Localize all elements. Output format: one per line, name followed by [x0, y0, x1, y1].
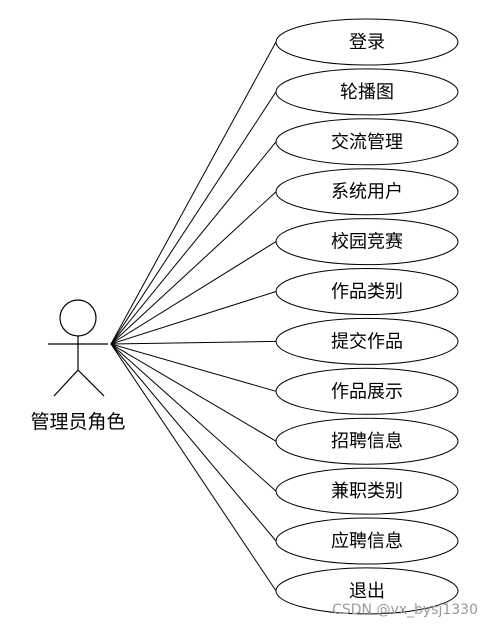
use-case-label: 作品展示 — [331, 381, 403, 402]
association-line — [110, 343, 277, 542]
actor-head — [59, 299, 97, 337]
association-lines — [110, 41, 277, 592]
use-case: 作品类别 — [275, 268, 459, 315]
use-case-ellipse — [275, 168, 459, 216]
association-line — [110, 343, 277, 392]
actor-left-leg — [53, 369, 79, 397]
use-case-ellipse — [275, 467, 459, 515]
watermark: CSDN @vx_bysj1330 — [332, 602, 478, 618]
use-case-ellipse — [275, 517, 459, 565]
use-case-label: 轮播图 — [340, 82, 394, 103]
use-case-group: 登录轮播图交流管理系统用户校园竞赛作品类别提交作品作品展示招聘信息兼职类别应聘信… — [275, 18, 459, 615]
use-case: 登录 — [275, 18, 459, 66]
use-case: 兼职类别 — [275, 467, 459, 515]
use-case: 退出 — [275, 567, 459, 615]
association-line — [110, 41, 277, 345]
use-case-ellipse — [275, 18, 459, 66]
association-line — [110, 343, 277, 492]
use-case-ellipse — [275, 367, 459, 415]
use-case-label: 兼职类别 — [331, 481, 403, 502]
use-case-label: 交流管理 — [331, 132, 403, 153]
use-case: 轮播图 — [275, 68, 459, 116]
association-line — [110, 241, 277, 345]
use-case: 作品展示 — [275, 367, 459, 415]
association-line — [110, 141, 277, 345]
actor-right-leg — [77, 369, 105, 397]
actor-label: 管理员角色 — [30, 411, 125, 433]
use-case-label: 校园竞赛 — [331, 232, 403, 253]
use-case-label: 系统用户 — [331, 182, 403, 203]
actor: 管理员角色 — [30, 299, 126, 433]
use-case-ellipse — [275, 317, 459, 365]
use-case: 交流管理 — [275, 118, 459, 166]
use-case-label: 作品类别 — [331, 282, 403, 303]
use-case: 招聘信息 — [275, 417, 459, 465]
use-case: 提交作品 — [275, 317, 459, 365]
use-case: 系统用户 — [275, 168, 459, 216]
association-line — [110, 191, 277, 345]
association-line — [110, 340, 277, 345]
use-case-ellipse — [275, 218, 459, 266]
use-case-label: 应聘信息 — [331, 531, 403, 552]
use-case-ellipse — [275, 68, 459, 116]
association-line — [110, 91, 277, 345]
use-case-label: 提交作品 — [331, 331, 403, 352]
association-line — [110, 343, 277, 442]
use-case: 校园竞赛 — [275, 218, 459, 266]
use-case-ellipse — [275, 417, 459, 465]
use-case-ellipse — [275, 118, 459, 166]
association-line — [110, 343, 277, 592]
use-case-ellipse — [275, 567, 459, 615]
use-case-label: 招聘信息 — [331, 431, 403, 452]
use-case: 应聘信息 — [275, 517, 459, 565]
use-case-label: 退出 — [349, 581, 385, 602]
use-case-ellipse — [275, 268, 459, 315]
use-case-label: 登录 — [349, 32, 385, 53]
association-line — [110, 291, 277, 345]
